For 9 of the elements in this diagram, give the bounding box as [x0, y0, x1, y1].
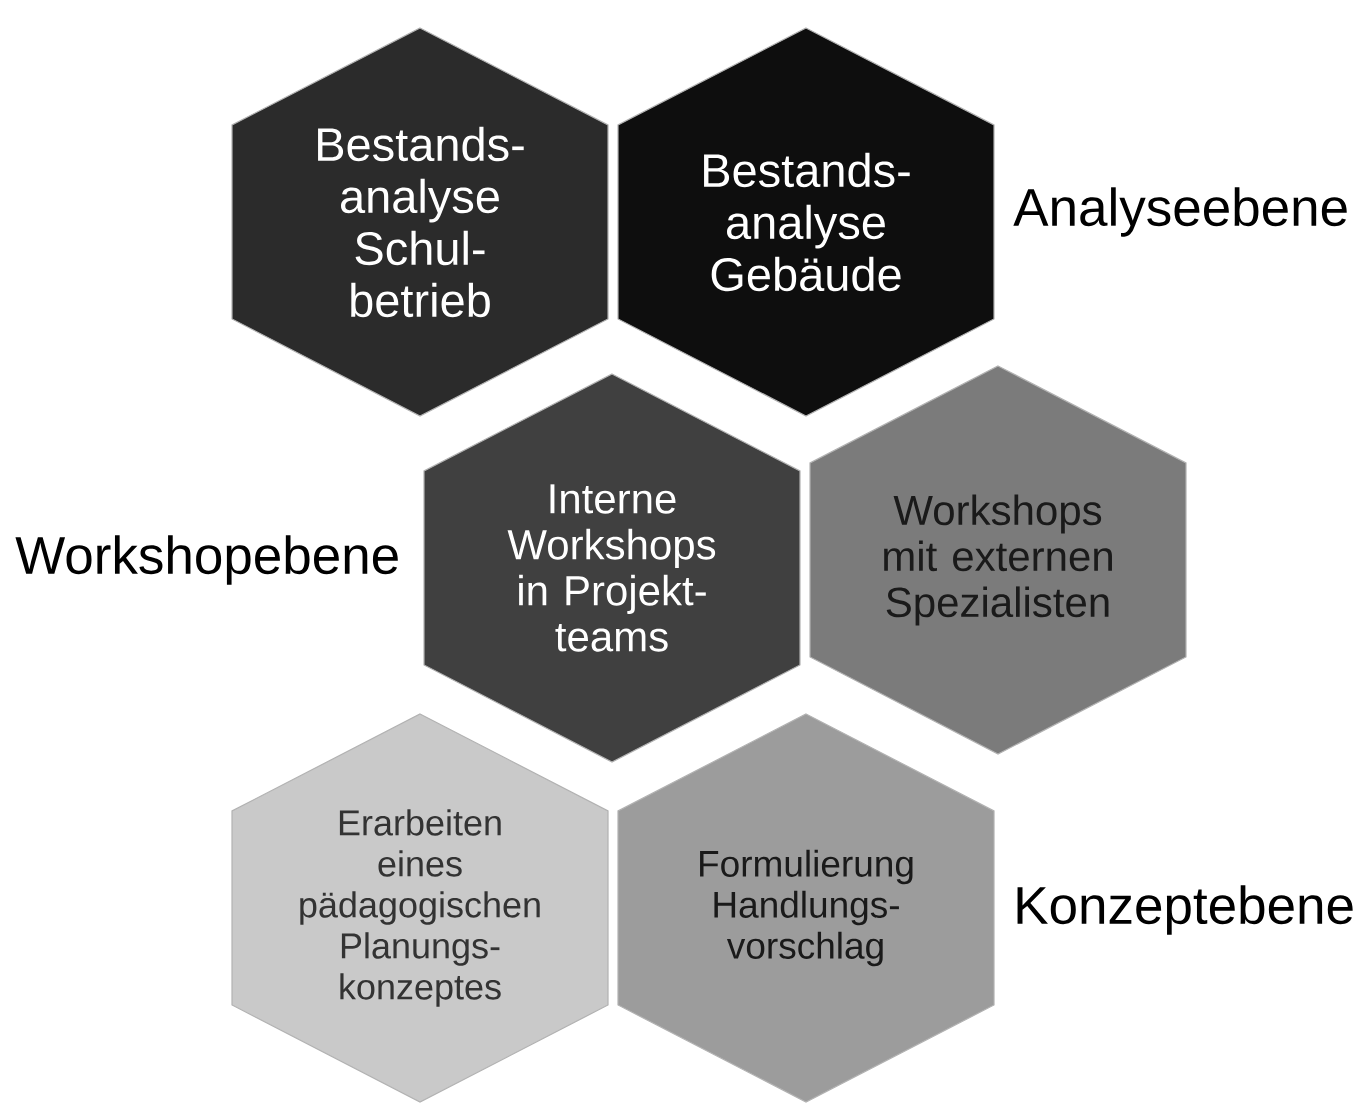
level-label: Analyseebene	[1013, 187, 1347, 237]
level-label: Workshopebene	[15, 535, 398, 585]
hexagon: Bestands- analyse Gebäude	[617, 27, 995, 417]
level-label: Konzeptebene	[1017, 885, 1353, 935]
hexagon: Formulierung Handlungs- vorschlag	[617, 713, 995, 1103]
hexagon: Bestands- analyse Schul- betrieb	[231, 27, 609, 417]
hexagon: Workshops mit externen Spezialisten	[809, 365, 1187, 755]
hexagon: Interne Workshops in Projekt- teams	[423, 373, 801, 763]
hexagon: Erarbeiten eines pädagogischen Planungs- konzeptes	[231, 713, 609, 1103]
